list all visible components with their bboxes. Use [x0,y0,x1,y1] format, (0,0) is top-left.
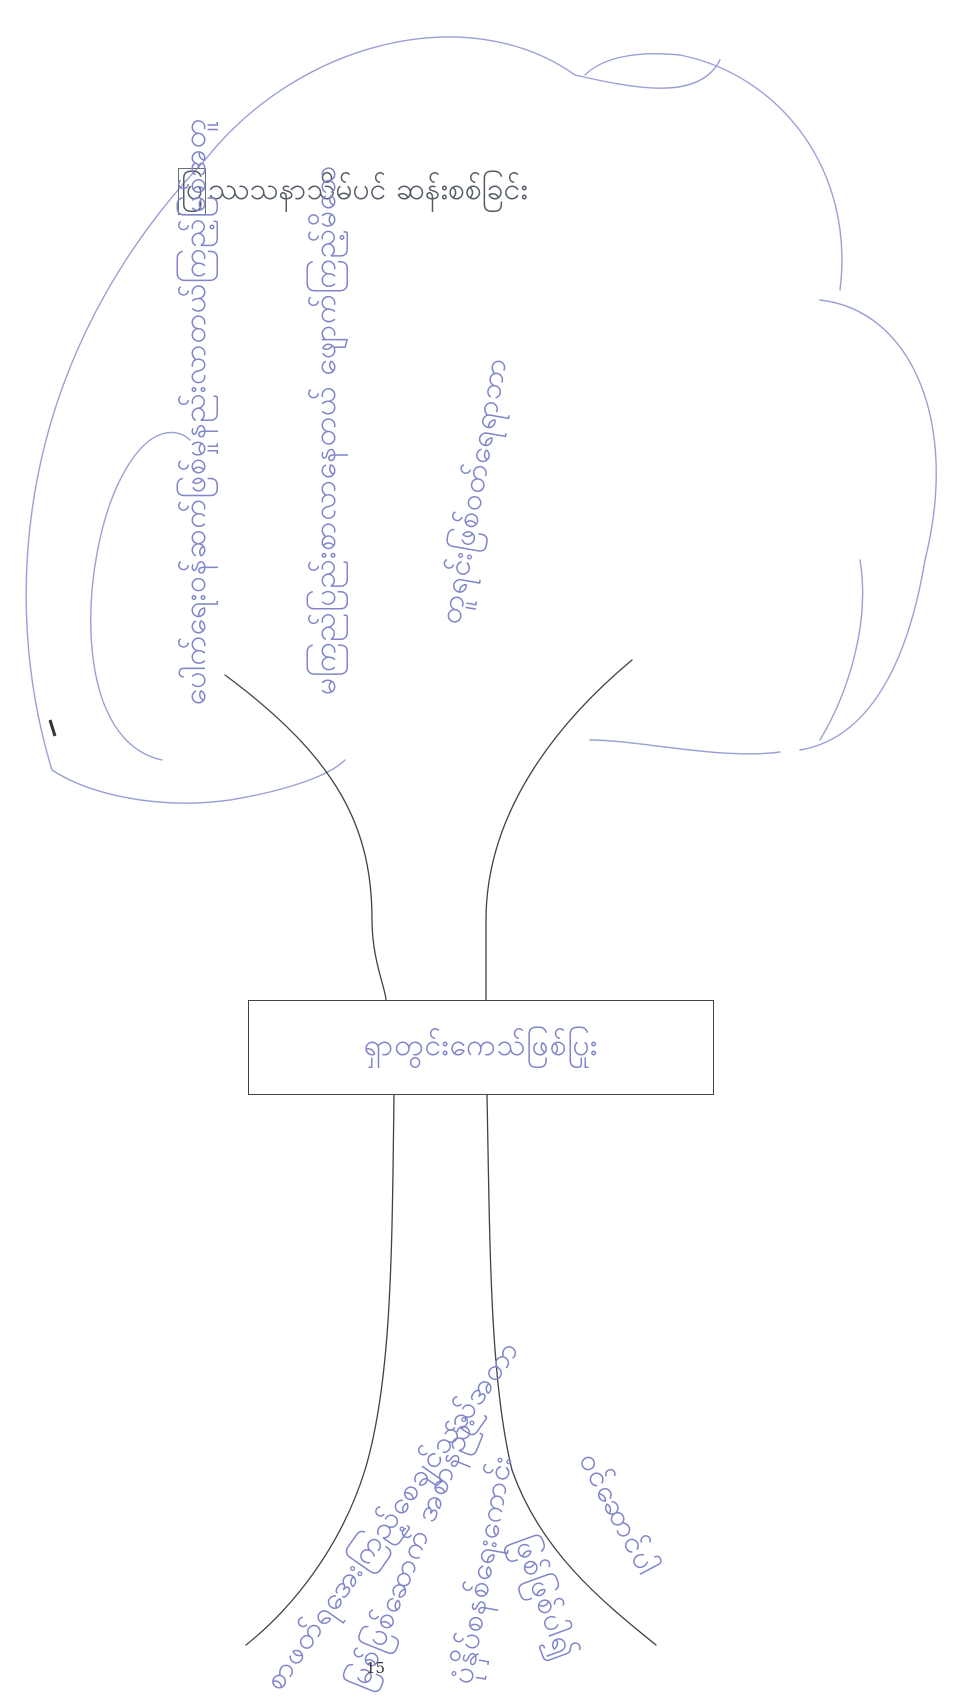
pen-mark [50,720,55,736]
crown-outline-top-right-lobe [575,60,720,88]
crown-branch-text: ပေါက်ရေးဝန်ဆက်ဖြစ်မှုနည်းလာတယ်ကြည့်မြစ်အ… [175,105,220,705]
crown-outline-bottom [590,740,780,754]
trunk-right-edge [486,660,632,1000]
trunk-left-edge [225,675,386,1000]
page-number: 15 [366,1659,385,1677]
diagram-title: ပြဿသနာသိမ်ပင် ဆန်းစစ်ခြင်း [178,168,528,215]
crown-branch-text: မကြည်ပြည်းစာလာနေတယ် ဖျောက်ကြည့်မိသေ [305,130,350,695]
crown-outline-right [800,300,936,750]
crown-outline-top [585,54,842,290]
trunk-label: ရှာတွင်းကေသ်ဖြစ်ပြုး [248,1000,714,1095]
crown-outline-lower-left [52,760,345,803]
title-text: ဿသနာသိမ်ပင် ဆန်းစစ်ခြင်း [208,172,528,207]
crown-outline-right-lower [820,560,863,740]
